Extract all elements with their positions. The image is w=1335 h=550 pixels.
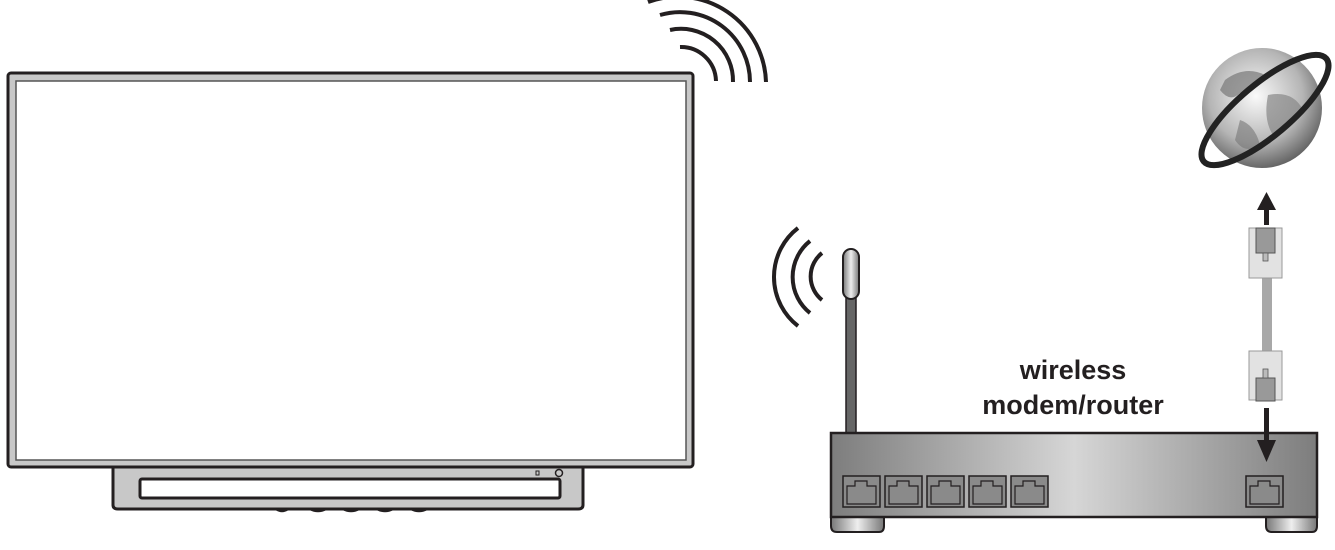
arrow-down-icon [1257, 408, 1276, 462]
ethernet-cable-icon [1248, 227, 1283, 402]
router-label-line2: modem/router [982, 390, 1164, 420]
tv-icon [6, 71, 695, 513]
wifi-signal-icon [771, 226, 824, 328]
globe-internet-icon [1198, 48, 1332, 169]
router-label-line1: wireless [1019, 355, 1127, 385]
antenna-icon [842, 248, 860, 435]
wifi-signal-icon [647, 0, 768, 83]
router-icon [829, 431, 1319, 533]
arrow-up-icon [1257, 192, 1276, 225]
